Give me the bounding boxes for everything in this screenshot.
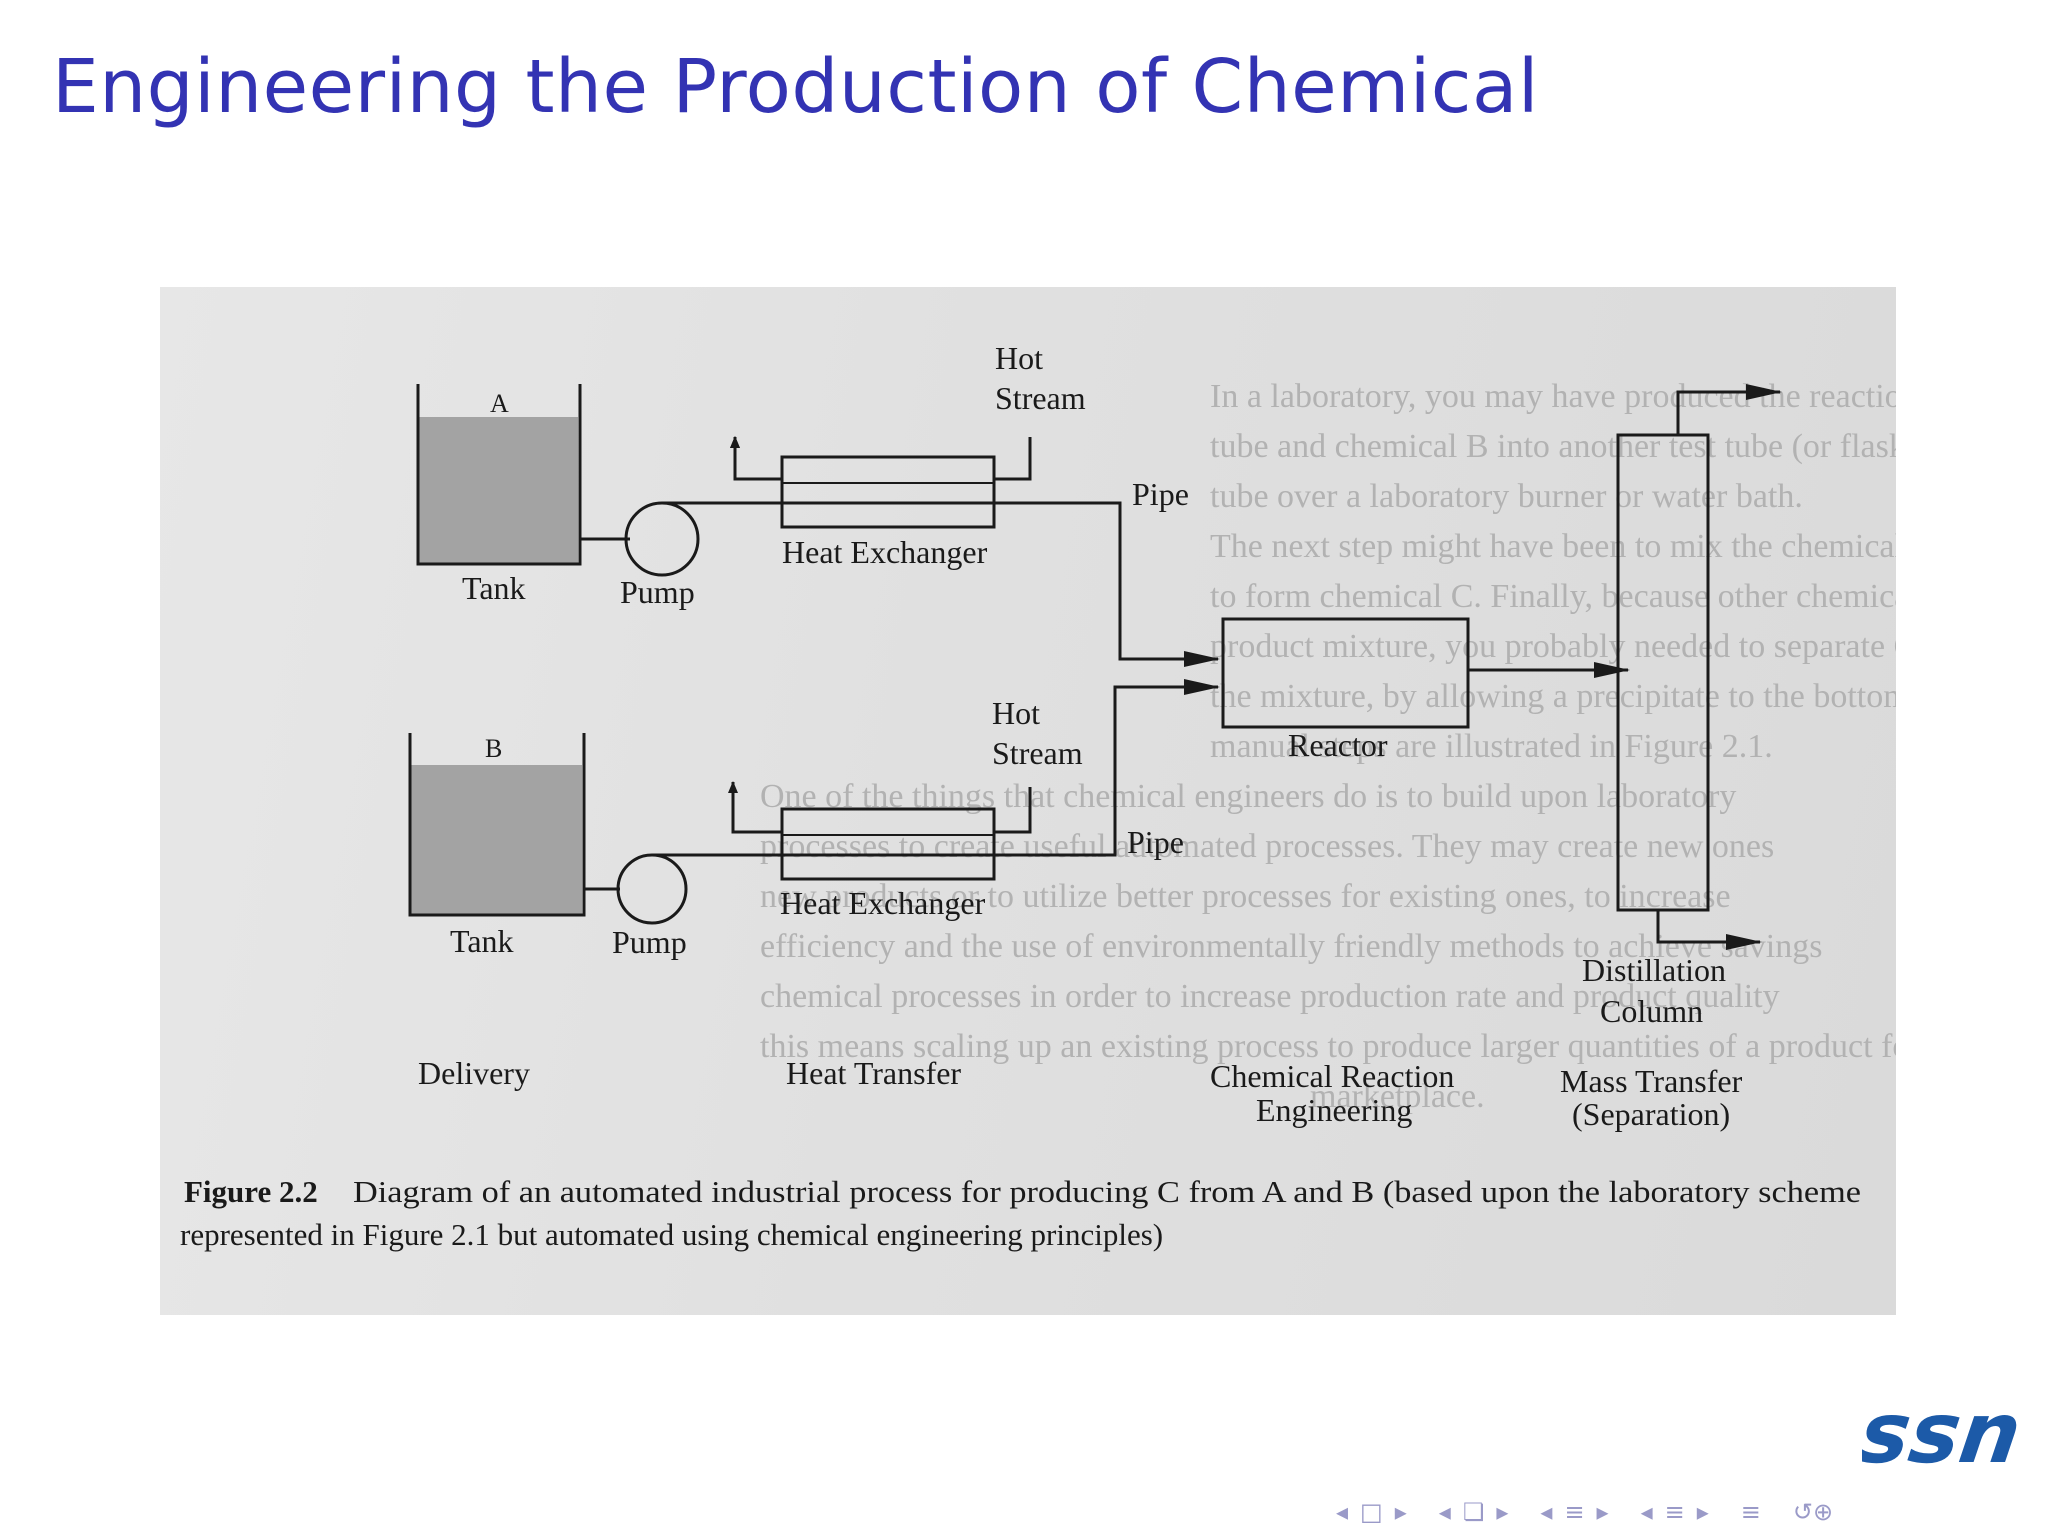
svg-text:manual steps are illustrated i: manual steps are illustrated in Figure 2… (1210, 728, 1773, 765)
svg-text:product mixture, you probably: product mixture, you probably needed to … (1210, 628, 1896, 665)
pump-b (616, 853, 688, 925)
tank-a-label: Tank (462, 570, 526, 606)
pipe-a-label: Pipe (1132, 476, 1189, 512)
nav-next-arrow-icon[interactable]: ▸ (1394, 1498, 1407, 1526)
reactor-label: Reactor (1288, 727, 1388, 763)
column-label-line1: Distillation (1582, 952, 1726, 988)
outline-icon[interactable]: ≡ (1740, 1498, 1761, 1526)
subsection-icon[interactable]: ❏ (1462, 1498, 1485, 1526)
caption-figure-number: Figure 2.2 (184, 1174, 318, 1209)
tank-b-letter: B (485, 734, 502, 763)
nav-prev-arrow-icon[interactable]: ◂ (1540, 1498, 1553, 1526)
tank-b-label: Tank (450, 923, 514, 959)
reactor (1221, 617, 1470, 729)
frame-icon[interactable]: □ (1360, 1498, 1383, 1526)
distillation-column (1616, 433, 1710, 912)
nav-next-arrow-icon[interactable]: ▸ (1696, 1498, 1709, 1526)
nav-prev-arrow-icon[interactable]: ◂ (1438, 1498, 1451, 1526)
stage-mass-line1: Mass Transfer (1560, 1063, 1743, 1099)
svg-text:tube and chemical B into anoth: tube and chemical B into another test tu… (1210, 428, 1896, 465)
hot-stream-b-line1: Hot (992, 695, 1040, 731)
hot-stream-a-line1: Hot (995, 340, 1043, 376)
svg-text:efficiency and the use of envi: efficiency and the use of environmentall… (760, 928, 1822, 965)
nav-next-arrow-icon[interactable]: ▸ (1596, 1498, 1609, 1526)
tank-b (408, 733, 586, 917)
svg-text:processes to create useful aut: processes to create useful automated pro… (760, 828, 1774, 865)
svg-text:this means scaling up an exist: this means scaling up an existing proces… (760, 1028, 1896, 1065)
process-flow-diagram: In a laboratory, you may have produced t… (180, 340, 1896, 1252)
column-label-line2: Column (1600, 993, 1703, 1029)
heat-exchanger-a-label: Heat Exchanger (782, 534, 988, 570)
section-icon[interactable]: ≡ (1564, 1498, 1585, 1526)
heat-exchanger-b-label: Heat Exchanger (780, 885, 986, 921)
stage-heat-transfer: Heat Transfer (786, 1055, 961, 1091)
search-icon[interactable]: ↺⊕ (1792, 1498, 1834, 1526)
hot-stream-a-line2: Stream (995, 380, 1086, 416)
pipe-b-label: Pipe (1127, 824, 1184, 860)
textbook-figure-photo: In a laboratory, you may have produced t… (160, 287, 1896, 1315)
svg-text:The next step might have been: The next step might have been to mix the… (1210, 528, 1896, 565)
hot-stream-b-line2: Stream (992, 735, 1083, 771)
heat-exchanger-a (780, 455, 996, 529)
svg-text:to form chemical C. Finally, b: to form chemical C. Finally, because oth… (1210, 578, 1896, 615)
stage-mass-line2: (Separation) (1572, 1096, 1730, 1132)
section-icon[interactable]: ≡ (1664, 1498, 1685, 1526)
svg-text:ssn: ssn (1862, 1392, 2027, 1472)
stage-reaction-line1: Chemical Reaction (1210, 1058, 1454, 1094)
svg-text:the mixture, by allowing a pre: the mixture, by allowing a precipitate t… (1210, 678, 1896, 715)
pump-b-label: Pump (612, 924, 687, 960)
svg-text:chemical processes in order to: chemical processes in order to increase … (760, 978, 1780, 1015)
svg-text:tube over a laboratory burner: tube over a laboratory burner or water b… (1210, 478, 1803, 515)
ssn-logo: ssn (1862, 1392, 2027, 1472)
caption-line1: Diagram of an automated industrial proce… (353, 1174, 1861, 1209)
svg-text:new products or to utilize bet: new products or to utilize better proces… (760, 878, 1731, 915)
caption-line2: represented in Figure 2.1 but automated … (180, 1217, 1163, 1252)
svg-text:marketplace.: marketplace. (1310, 1078, 1485, 1115)
nav-prev-arrow-icon[interactable]: ◂ (1640, 1498, 1653, 1526)
heat-exchanger-b (780, 807, 996, 881)
stage-delivery: Delivery (418, 1055, 530, 1091)
tank-a-letter: A (490, 389, 509, 418)
tank-a (416, 384, 582, 566)
pump-a (624, 501, 700, 577)
bleed-through-text: In a laboratory, you may have produced t… (760, 378, 1896, 1115)
svg-text:In a laboratory, you may have: In a laboratory, you may have produced t… (1210, 378, 1896, 415)
beamer-navigation-bar: ◂ □ ▸ ◂ ❏ ▸ ◂ ≡ ▸ ◂ ≡ ▸ ≡ ↺⊕ (1330, 1494, 1839, 1530)
nav-next-arrow-icon[interactable]: ▸ (1496, 1498, 1509, 1526)
stage-reaction-line2: Engineering (1256, 1092, 1412, 1128)
pump-a-label: Pump (620, 574, 695, 610)
nav-prev-arrow-icon[interactable]: ◂ (1336, 1498, 1349, 1526)
slide-title: Engineering the Production of Chemical (52, 44, 1539, 130)
